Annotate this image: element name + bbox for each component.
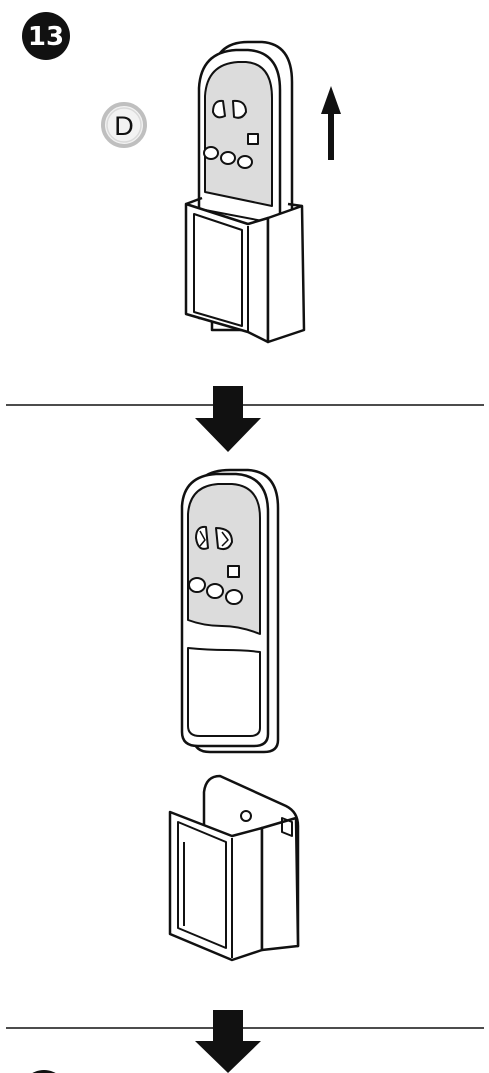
remote-button-round-1 bbox=[204, 147, 218, 159]
remote-button-right bbox=[233, 101, 246, 118]
down-arrow-icon bbox=[195, 386, 261, 452]
holder-side bbox=[262, 818, 298, 950]
remote-control bbox=[182, 470, 278, 752]
remote-button-left bbox=[196, 527, 208, 549]
remote-button-round-2 bbox=[221, 152, 235, 164]
remote-button-square bbox=[228, 566, 239, 577]
holder-side bbox=[268, 206, 304, 342]
remote-button-square bbox=[248, 134, 258, 144]
down-arrow-icon bbox=[195, 1010, 261, 1073]
step-badge: 13 bbox=[22, 12, 70, 60]
remote-button-round-3 bbox=[238, 156, 252, 168]
remote-button-round-2 bbox=[207, 584, 223, 598]
wall-holder bbox=[170, 776, 298, 960]
remote-lower-window bbox=[188, 648, 260, 736]
remote-in-holder bbox=[186, 42, 304, 342]
callout-d: D bbox=[103, 104, 145, 146]
remote-button-round-1 bbox=[189, 578, 205, 592]
remote-button-left bbox=[213, 101, 225, 117]
remote-button-round-3 bbox=[226, 590, 242, 604]
remote-panel bbox=[188, 484, 260, 634]
up-arrow-icon bbox=[321, 86, 341, 160]
step-number: 13 bbox=[28, 22, 64, 52]
remote-panel bbox=[205, 62, 272, 206]
callout-label: D bbox=[114, 111, 134, 141]
